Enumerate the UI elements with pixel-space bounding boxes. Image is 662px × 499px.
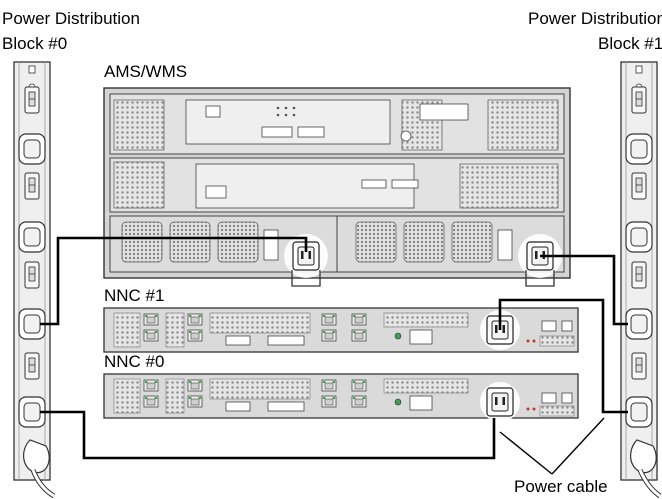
pdb0-title-line2: Block #0	[2, 34, 68, 53]
nnc1-label: NNC #1	[104, 286, 165, 305]
nnc0-label: NNC #0	[104, 352, 165, 371]
circuit-breaker-icon	[631, 172, 647, 200]
power-cable-callout	[499, 417, 605, 475]
power-outlet-icon	[625, 221, 653, 253]
power-outlet-icon	[625, 308, 653, 340]
power-cable-label: Power cable	[514, 477, 608, 496]
pdb1-title-line2: Block #1	[598, 34, 662, 53]
power-cable-nnc0	[40, 410, 496, 460]
circuit-breaker-icon	[24, 261, 40, 289]
power-cables	[40, 236, 628, 460]
power-cable-nnc1	[498, 298, 628, 414]
ams-wms-label: AMS/WMS	[104, 62, 188, 81]
circuit-breaker-icon	[631, 352, 647, 380]
nnc-1-chassis	[103, 307, 579, 353]
power-outlet-icon	[18, 133, 46, 165]
nnc-0-chassis	[103, 373, 579, 422]
circuit-breaker-icon	[631, 86, 647, 114]
circuit-breaker-icon	[24, 86, 40, 114]
circuit-breaker-icon	[631, 261, 647, 289]
power-distribution-block-0	[13, 61, 56, 499]
power-cable-ams-left	[40, 236, 308, 326]
ams-wms-chassis	[103, 87, 571, 287]
power-outlet-icon	[625, 133, 653, 165]
pdb0-title-line1: Power Distribution	[2, 9, 140, 28]
power-distribution-block-1	[620, 61, 662, 499]
pdb1-title-line1: Power Distribution	[528, 9, 662, 28]
power-outlet-icon	[625, 396, 653, 428]
power-cable-ams-right	[540, 254, 628, 326]
power-inlet-icon	[486, 387, 514, 417]
circuit-breaker-icon	[24, 352, 40, 380]
circuit-breaker-icon	[24, 172, 40, 200]
power-outlet-icon	[18, 221, 46, 253]
